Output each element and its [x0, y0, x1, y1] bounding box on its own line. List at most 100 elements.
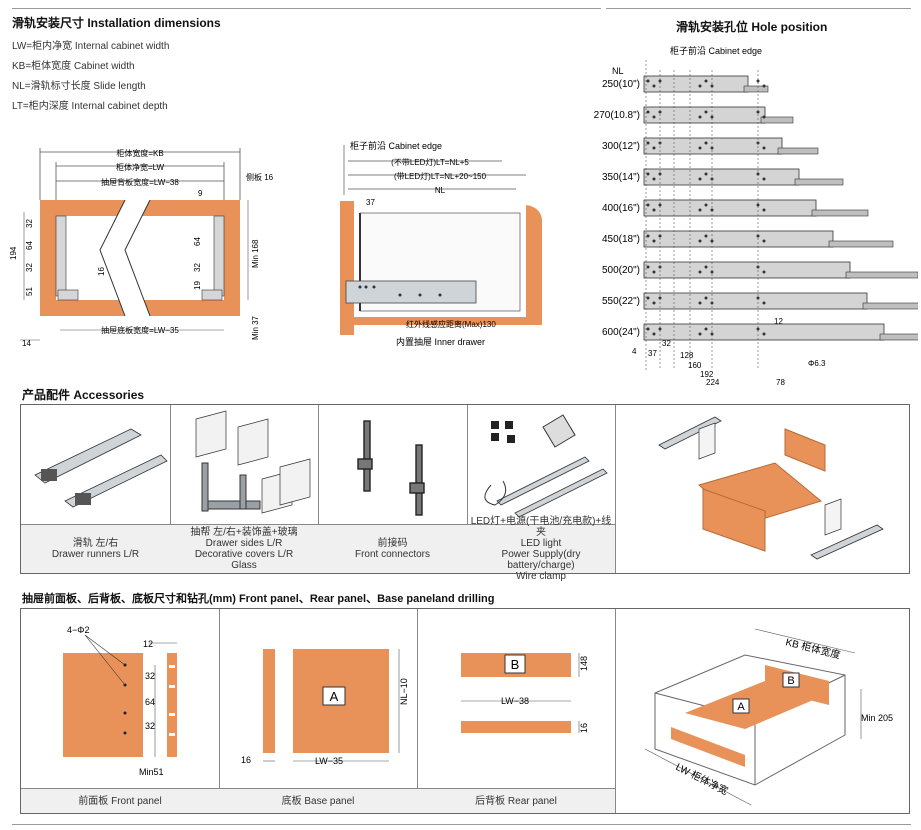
- slide-extension: [845, 271, 918, 279]
- sides-en-2: Decorative covers L/R: [194, 549, 294, 560]
- mounting-hole: [762, 270, 766, 274]
- mounting-hole: [646, 79, 650, 83]
- iso-label-b: B: [787, 675, 794, 687]
- hole-dim-128: 128: [680, 351, 694, 360]
- mounting-hole: [652, 115, 656, 119]
- rear-lw-dim: LW−38: [501, 696, 529, 706]
- front-dim-32b: 32: [145, 721, 155, 731]
- mounting-hole: [704, 327, 708, 331]
- runners-zh: 滑轨 左/右: [72, 538, 119, 549]
- mounting-hole: [704, 141, 708, 145]
- base-panel-caption: 底板 Base panel: [219, 788, 417, 813]
- base-label-a: A: [330, 689, 339, 704]
- front-dim-12: 12: [143, 639, 153, 649]
- hole-dim-160: 160: [688, 361, 702, 370]
- mounting-hole: [756, 327, 760, 331]
- hole-title: 滑轨安装孔位 Hole position: [676, 20, 828, 34]
- mounting-hole: [698, 270, 702, 274]
- iso-min205: Min 205: [861, 713, 893, 723]
- back-width-dim: 抽屉背板宽度=LW−38: [101, 177, 179, 187]
- mounting-hole: [698, 146, 702, 150]
- slide-extension: [794, 178, 844, 186]
- slide-body: [643, 261, 851, 279]
- cabinet-bottom: [354, 317, 542, 325]
- sides-en-1: Drawer sides L/R: [205, 538, 283, 549]
- mounting-hole: [652, 332, 656, 336]
- hole-dim-32: 32: [662, 339, 671, 348]
- led-en-3: Wire clamp: [515, 571, 566, 582]
- mounting-hole: [710, 115, 714, 119]
- led-en-2: Power Supply(dry battery/charge): [501, 549, 581, 571]
- slide-size-label: 600(24"): [602, 327, 640, 338]
- side-board-dim: 侧板 16: [246, 172, 274, 182]
- slide-size-label: 350(14"): [602, 172, 640, 183]
- mounting-hole: [762, 177, 766, 181]
- mounting-hole: [646, 234, 650, 238]
- mounting-hole: [646, 296, 650, 300]
- led-zh: LED灯+电源(干电池/充电款)+线夹: [470, 516, 612, 538]
- accessory-card-led: LED灯+电源(干电池/充电款)+线夹 LED light Power Supp…: [467, 405, 616, 582]
- mounting-hole: [652, 239, 656, 243]
- front-view-diagram: 柜体宽度=KB 柜体净宽=LW 抽屉背板宽度=LW−38 抽屉底板宽度=LW−3…: [9, 148, 274, 348]
- slide-row: 250(10"): [602, 75, 769, 93]
- mounting-hole: [698, 208, 702, 212]
- base-lw-dim: LW−35: [315, 756, 343, 766]
- front-dim-64: 64: [145, 697, 155, 707]
- mounting-hole: [762, 239, 766, 243]
- mounting-hole: [698, 332, 702, 336]
- slide-runner: [345, 280, 477, 304]
- exploded-assembly-illustration: [658, 416, 884, 560]
- slide-size-label: 400(16"): [602, 203, 640, 214]
- slide-extension: [777, 147, 819, 155]
- sides-zh: 抽帮 左/右+装饰盖+玻璃: [190, 527, 298, 538]
- lw-dim: 柜体净宽=LW: [116, 162, 165, 172]
- front-panel-drawing: 4−Φ2 12 32 64 32 Min51: [63, 625, 177, 777]
- dim-19: 19: [193, 281, 202, 290]
- mounting-hole: [646, 265, 650, 269]
- base-nl-dim: NL−10: [399, 678, 409, 705]
- isometric-drawer-diagram: B A KB 柜体宽度 LW 柜体净宽 Min 205: [644, 628, 893, 806]
- panels-title: 抽屉前面板、后背板、底板尺寸和钻孔(mm) Front panel、Rear p…: [22, 593, 495, 605]
- slide-body: [643, 75, 749, 93]
- installation-title: 滑轨安装尺寸 Installation dimensions: [12, 16, 221, 30]
- mounting-hole: [652, 84, 656, 88]
- base-dim-16: 16: [241, 755, 251, 765]
- legend-lw: LW=柜内净宽 Internal cabinet width: [12, 41, 170, 52]
- rear-label-b: B: [511, 657, 520, 672]
- dim-32a: 32: [25, 219, 34, 228]
- mounting-hole: [698, 239, 702, 243]
- slide-row: 350(14"): [602, 168, 844, 186]
- hole-top-rule: [606, 8, 911, 9]
- rear-dim-16: 16: [579, 723, 589, 733]
- inner-drawer-caption: 内置抽屉 Inner drawer: [396, 336, 485, 347]
- mounting-hole: [652, 208, 656, 212]
- slide-size-label: 450(18"): [602, 234, 640, 245]
- runners-caption: 滑轨 左/右 Drawer runners L/R: [21, 524, 170, 573]
- left-side-board: [40, 200, 56, 316]
- mounting-hole: [646, 141, 650, 145]
- base-panel-drawing: A NL−10 16 LW−35: [241, 649, 409, 766]
- accessory-card-sides: 抽帮 左/右+装饰盖+玻璃 Drawer sides L/R Decorativ…: [170, 405, 319, 573]
- connectors-illustration: [357, 420, 425, 516]
- dim-32b: 32: [25, 263, 34, 272]
- hole-position-diagram: 柜子前沿 Cabinet edge NL 250(10")270(10.8")3…: [594, 45, 918, 385]
- cabinet-front-edge: [340, 201, 354, 335]
- accessory-card-connectors: 前接码 Front connectors: [318, 405, 468, 573]
- hole-dim-4: 4: [632, 347, 637, 356]
- dim-32c: 32: [193, 263, 202, 272]
- mounting-hole: [704, 234, 708, 238]
- hole-dim-12: 12: [774, 317, 783, 326]
- mounting-hole: [698, 301, 702, 305]
- accessories-title: 产品配件 Accessories: [22, 388, 145, 402]
- mounting-hole: [756, 203, 760, 207]
- dim-16: 16: [97, 267, 106, 276]
- slide-size-label: 500(20"): [602, 265, 640, 276]
- slide-extension: [862, 302, 918, 310]
- runners-illustration: [34, 428, 168, 508]
- cabinet-edge-label: 柜子前沿 Cabinet edge: [350, 140, 442, 151]
- connectors-zh: 前接码: [377, 538, 408, 549]
- legend-kb: KB=柜体宽度 Cabinet width: [12, 61, 135, 72]
- dim-64b: 64: [193, 237, 202, 246]
- mounting-hole: [652, 301, 656, 305]
- slide-row: 270(10.8"): [594, 106, 794, 124]
